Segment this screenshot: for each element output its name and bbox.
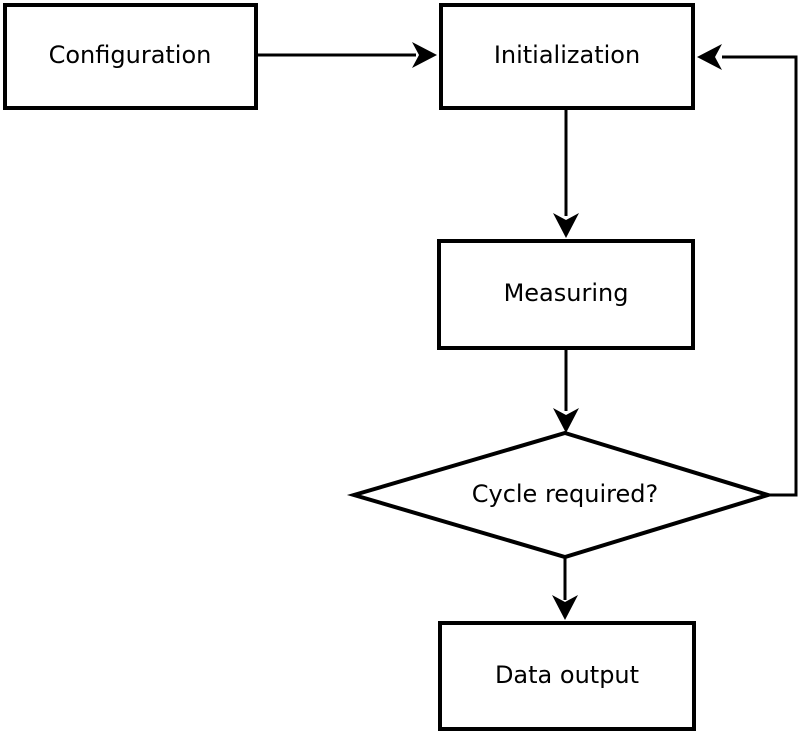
initialization-label: Initialization — [494, 41, 640, 69]
edge-configuration-to-initialization — [258, 42, 437, 68]
edge-cycle-required-to-initialization-feedback — [697, 44, 798, 497]
initialization-box — [439, 3, 695, 110]
node-measuring: Measuring — [437, 239, 695, 350]
measuring-box — [437, 239, 695, 350]
node-initialization: Initialization — [439, 3, 695, 110]
node-configuration: Configuration — [3, 3, 258, 110]
measuring-label: Measuring — [504, 279, 629, 307]
edge-initialization-to-measuring — [553, 110, 579, 238]
configuration-label: Configuration — [49, 41, 212, 69]
edge-feedback-line — [722, 55, 798, 497]
data-output-box — [438, 621, 696, 731]
cycle-required-diamond — [346, 430, 775, 560]
arrowhead-right-icon — [412, 42, 437, 68]
edge-measuring-to-cycle-required — [553, 350, 579, 433]
node-cycle-required: Cycle required? — [346, 430, 775, 560]
edge-cycle-required-to-data-output — [552, 557, 578, 620]
cycle-required-label: Cycle required? — [472, 480, 659, 508]
data-output-label: Data output — [495, 661, 639, 689]
configuration-box — [3, 3, 258, 110]
arrowhead-down-icon — [553, 213, 579, 238]
node-data-output: Data output — [438, 621, 696, 731]
arrowhead-left-icon — [697, 44, 722, 70]
arrowhead-down-icon — [552, 595, 578, 620]
arrowhead-down-icon — [553, 408, 579, 433]
